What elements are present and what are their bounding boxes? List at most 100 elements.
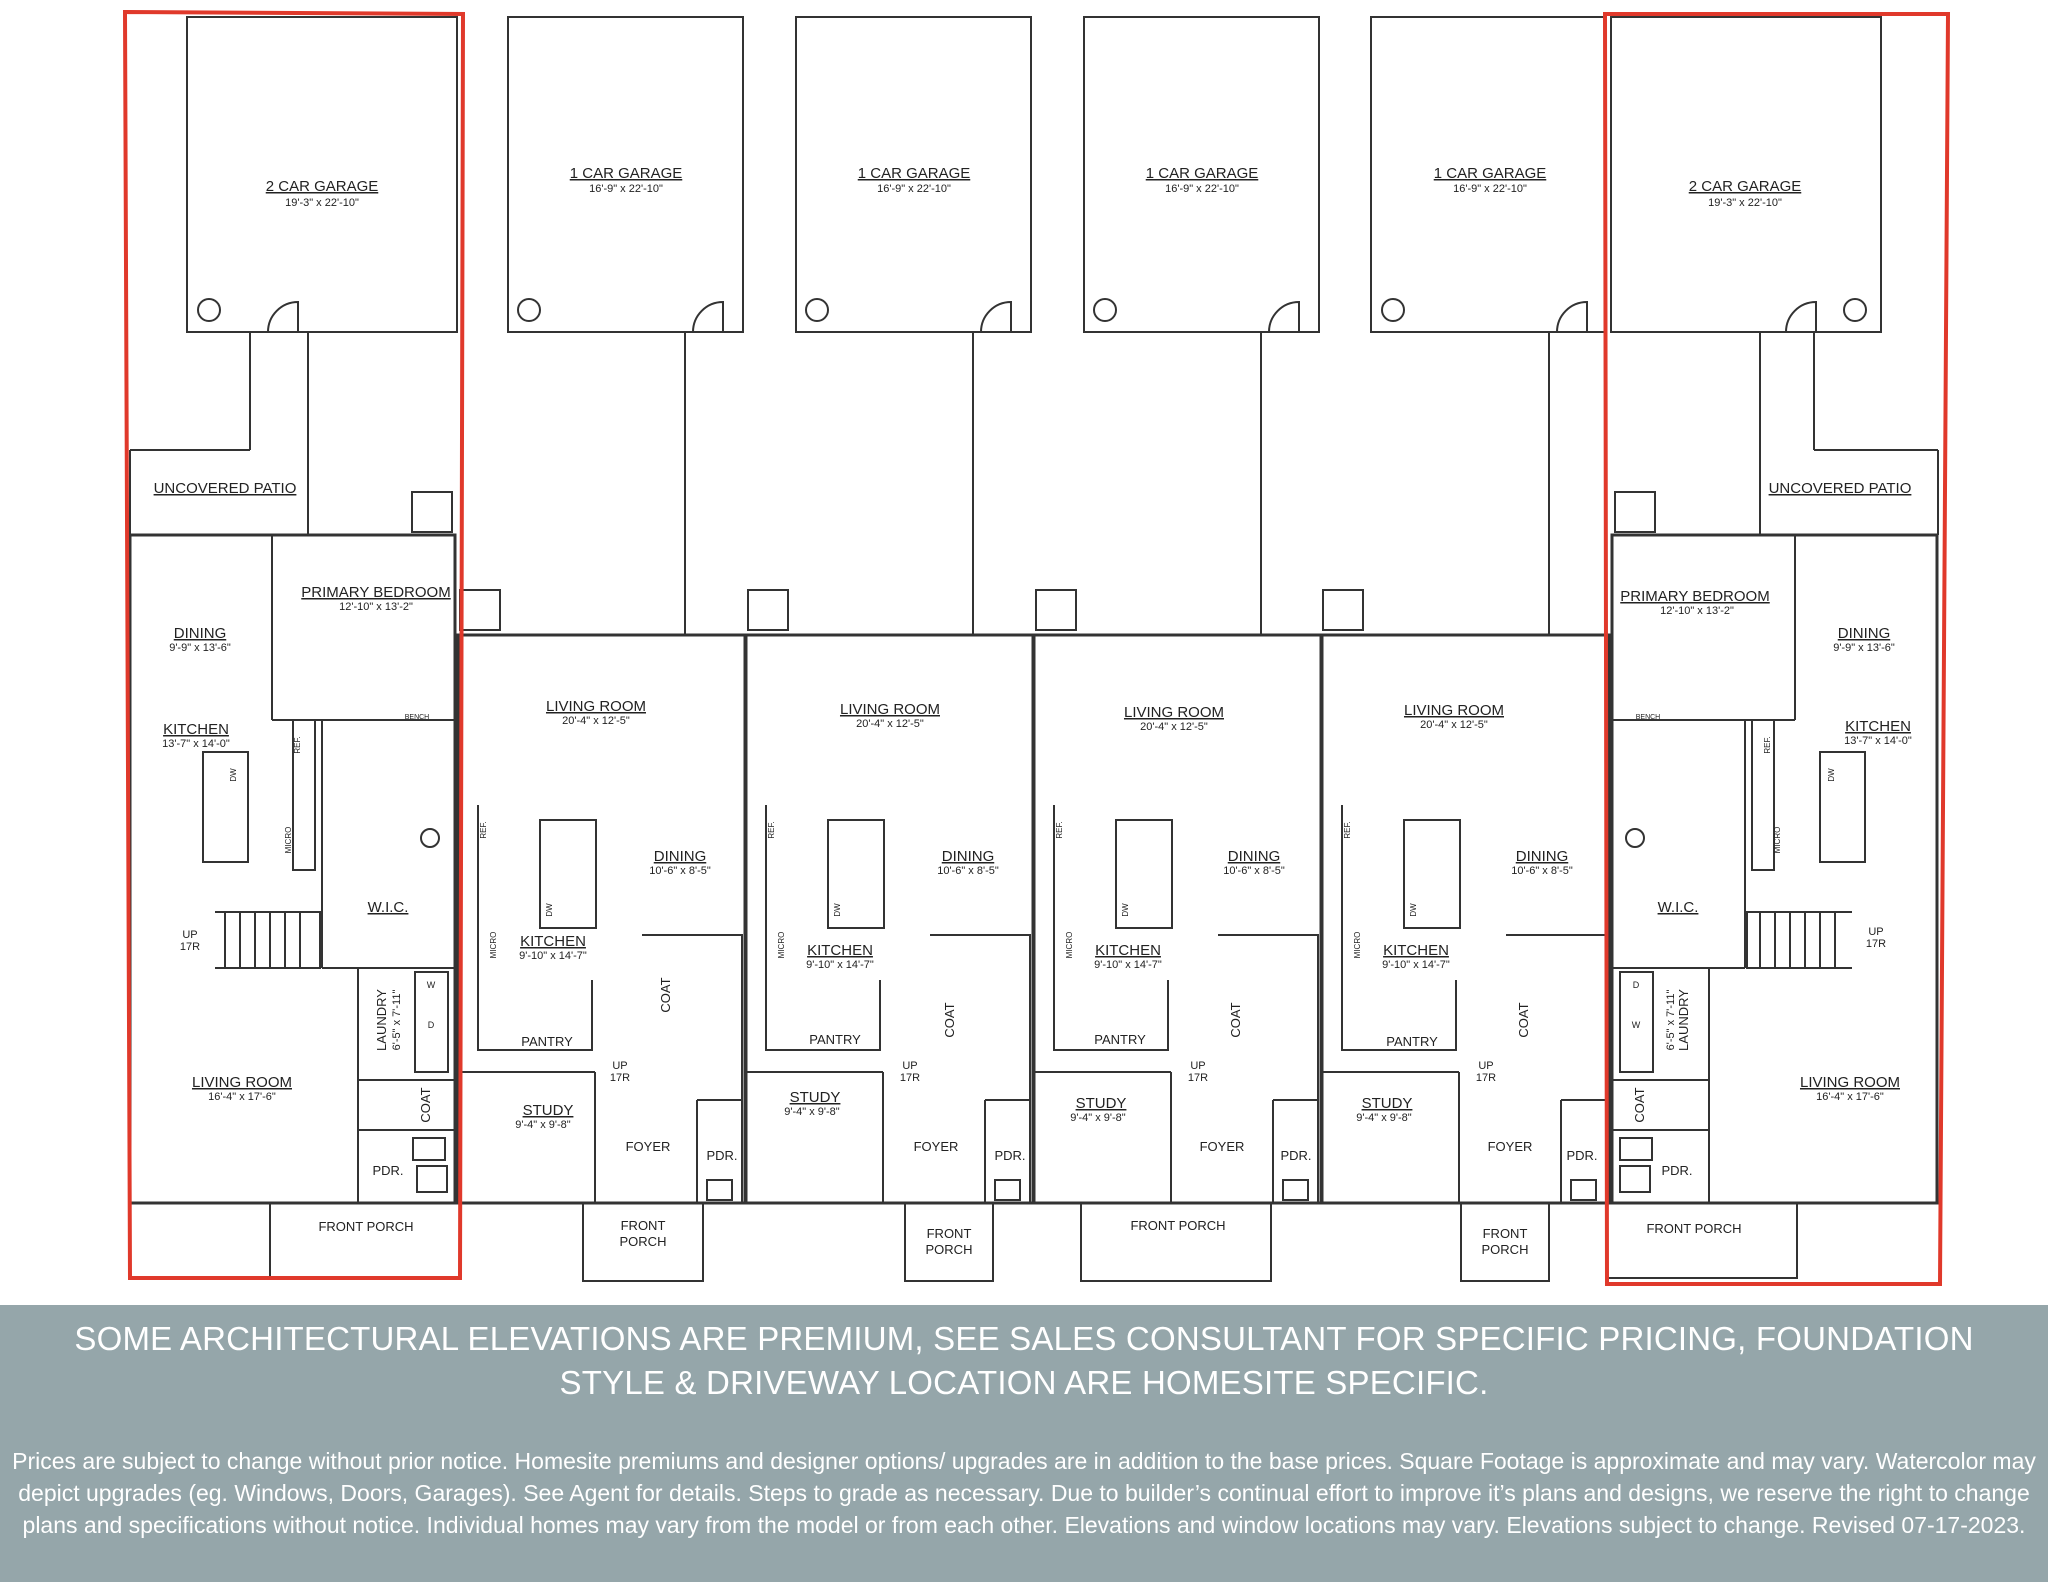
unit-3-labels: 1 CAR GARAGE 16'-9" x 22'-10" LIVING ROO… (767, 165, 1026, 1257)
dw-label-unit-2: DW (545, 903, 554, 917)
up-steps-unit-2: 17R (610, 1072, 630, 1084)
kitchen-label-unit-6: KITCHEN (1845, 718, 1911, 735)
dining-label-unit-5: DINING (1516, 848, 1569, 865)
garage-dim-unit-6: 19'-3" x 22'-10" (1708, 197, 1782, 209)
washer-label-unit-6: W (1632, 1020, 1641, 1030)
laundry-dim-unit-1: 6'-5" x 7'-11" (391, 990, 403, 1051)
living-label-unit-2: LIVING ROOM (546, 698, 646, 715)
pantry-label-unit-5: PANTRY (1386, 1034, 1438, 1049)
study-label-unit-4: STUDY (1076, 1095, 1127, 1112)
foyer-label-unit-5: FOYER (1488, 1139, 1533, 1154)
dw-label-unit-1: DW (229, 768, 238, 782)
porch-label-unit-6: FRONT PORCH (1646, 1221, 1741, 1236)
up-steps-unit-6: 17R (1866, 938, 1886, 950)
unit-1-labels: 2 CAR GARAGE 19'-3" x 22'-10" UNCOVERED … (154, 178, 451, 1234)
pdr-label-unit-4: PDR. (1280, 1148, 1311, 1163)
dining-label-unit-1: DINING (174, 625, 227, 642)
dining-label-unit-6: DINING (1838, 625, 1891, 642)
dryer-label-unit-1: D (428, 1020, 435, 1030)
ref-label-unit-5: REF. (1343, 821, 1352, 838)
up-label-unit-6: UP (1868, 926, 1883, 938)
unit-4-labels: 1 CAR GARAGE 16'-9" x 22'-10" LIVING ROO… (1055, 165, 1312, 1233)
up-label-unit-2: UP (612, 1060, 627, 1072)
garage-dim-unit-5: 16'-9" x 22'-10" (1453, 183, 1527, 195)
dining-dim-unit-2: 10'-6" x 8'-5" (649, 865, 711, 877)
pantry-label-unit-4: PANTRY (1094, 1032, 1146, 1047)
porch-label-line1-unit-3: FRONT (927, 1226, 972, 1241)
garage-label-unit-4: 1 CAR GARAGE (1146, 165, 1259, 182)
kitchen-label-unit-4: KITCHEN (1095, 942, 1161, 959)
unit-5-labels: 1 CAR GARAGE 16'-9" x 22'-10" LIVING ROO… (1343, 165, 1598, 1257)
pdr-label-unit-2: PDR. (706, 1148, 737, 1163)
pantry-label-unit-2: PANTRY (521, 1034, 573, 1049)
primary-label-unit-1: PRIMARY BEDROOM (301, 584, 450, 601)
dw-label-unit-4: DW (1121, 903, 1130, 917)
up-label-unit-5: UP (1478, 1060, 1493, 1072)
kitchen-dim-unit-6: 13'-7" x 14'-0" (1844, 735, 1912, 747)
pdr-label-unit-5: PDR. (1566, 1148, 1597, 1163)
laundry-dim-unit-6: 6'-5" x 7'-11" (1665, 990, 1677, 1051)
disclaimer-banner: SOME ARCHITECTURAL ELEVATIONS ARE PREMIU… (0, 1305, 2048, 1582)
foyer-label-unit-3: FOYER (914, 1139, 959, 1154)
ref-label-unit-6: REF. (1763, 736, 1772, 753)
primary-dim-unit-6: 12'-10" x 13'-2" (1660, 605, 1734, 617)
highlight-end-unit-left (122, 9, 466, 1280)
dw-label-unit-3: DW (833, 903, 842, 917)
unit-2-labels: 1 CAR GARAGE 16'-9" x 22'-10" LIVING ROO… (479, 165, 738, 1249)
living-dim-unit-2: 20'-4" x 12'-5" (562, 715, 630, 727)
washer-label-unit-1: W (427, 980, 436, 990)
garage-outline-unit-1 (186, 16, 458, 333)
up-steps-unit-5: 17R (1476, 1072, 1496, 1084)
living-label-unit-5: LIVING ROOM (1404, 702, 1504, 719)
porch-label-line2-unit-3: PORCH (926, 1242, 973, 1257)
micro-label-unit-1: MICRO (284, 827, 293, 854)
living-label-unit-6: LIVING ROOM (1800, 1074, 1900, 1091)
unit-6-labels: 2 CAR GARAGE 19'-3" x 22'-10" UNCOVERED … (1620, 178, 1912, 1236)
ref-label-unit-4: REF. (1055, 821, 1064, 838)
garage-label-unit-1: 2 CAR GARAGE (266, 178, 379, 195)
up-steps-unit-1: 17R (180, 941, 200, 953)
living-label-unit-1: LIVING ROOM (192, 1074, 292, 1091)
porch-label-line1-unit-5: FRONT (1483, 1226, 1528, 1241)
dining-dim-unit-6: 9'-9" x 13'-6" (1833, 642, 1895, 654)
garage-dim-unit-3: 16'-9" x 22'-10" (877, 183, 951, 195)
study-label-unit-3: STUDY (790, 1089, 841, 1106)
dining-dim-unit-4: 10'-6" x 8'-5" (1223, 865, 1285, 877)
kitchen-dim-unit-5: 9'-10" x 14'-7" (1382, 959, 1450, 971)
micro-label-unit-4: MICRO (1065, 932, 1074, 959)
kitchen-dim-unit-2: 9'-10" x 14'-7" (519, 950, 587, 962)
dining-label-unit-4: DINING (1228, 848, 1281, 865)
up-steps-unit-4: 17R (1188, 1072, 1208, 1084)
garage-outline-unit-4 (1083, 16, 1320, 333)
laundry-label-unit-1: LAUNDRY (374, 989, 389, 1051)
micro-label-unit-5: MICRO (1353, 932, 1362, 959)
garage-outline-unit-2 (507, 16, 744, 333)
ref-label-unit-1: REF. (293, 736, 302, 753)
dining-label-unit-2: DINING (654, 848, 707, 865)
primary-label-unit-6: PRIMARY BEDROOM (1620, 588, 1769, 605)
kitchen-dim-unit-3: 9'-10" x 14'-7" (806, 959, 874, 971)
pdr-label-unit-3: PDR. (994, 1148, 1025, 1163)
up-steps-unit-3: 17R (900, 1072, 920, 1084)
garage-dim-unit-4: 16'-9" x 22'-10" (1165, 183, 1239, 195)
coat-label-unit-2: COAT (658, 977, 673, 1012)
porch-label-line2-unit-2: PORCH (620, 1234, 667, 1249)
study-label-unit-5: STUDY (1362, 1095, 1413, 1112)
dining-dim-unit-3: 10'-6" x 8'-5" (937, 865, 999, 877)
living-dim-unit-6: 16'-4" x 17'-6" (1816, 1091, 1884, 1103)
living-label-unit-4: LIVING ROOM (1124, 704, 1224, 721)
coat-label-unit-4: COAT (1228, 1002, 1243, 1037)
living-dim-unit-1: 16'-4" x 17'-6" (208, 1091, 276, 1103)
study-dim-unit-4: 9'-4" x 9'-8" (1070, 1112, 1126, 1124)
up-label-unit-3: UP (902, 1060, 917, 1072)
dw-label-unit-5: DW (1409, 903, 1418, 917)
living-dim-unit-3: 20'-4" x 12'-5" (856, 718, 924, 730)
micro-label-unit-2: MICRO (489, 932, 498, 959)
micro-label-unit-6: MICRO (1773, 827, 1782, 854)
pantry-label-unit-3: PANTRY (809, 1032, 861, 1047)
living-dim-unit-4: 20'-4" x 12'-5" (1140, 721, 1208, 733)
wic-label-unit-1: W.I.C. (368, 899, 409, 916)
garage-outline-unit-3 (795, 16, 1032, 333)
foyer-label-unit-4: FOYER (1200, 1139, 1245, 1154)
coat-label-unit-5: COAT (1516, 1002, 1531, 1037)
